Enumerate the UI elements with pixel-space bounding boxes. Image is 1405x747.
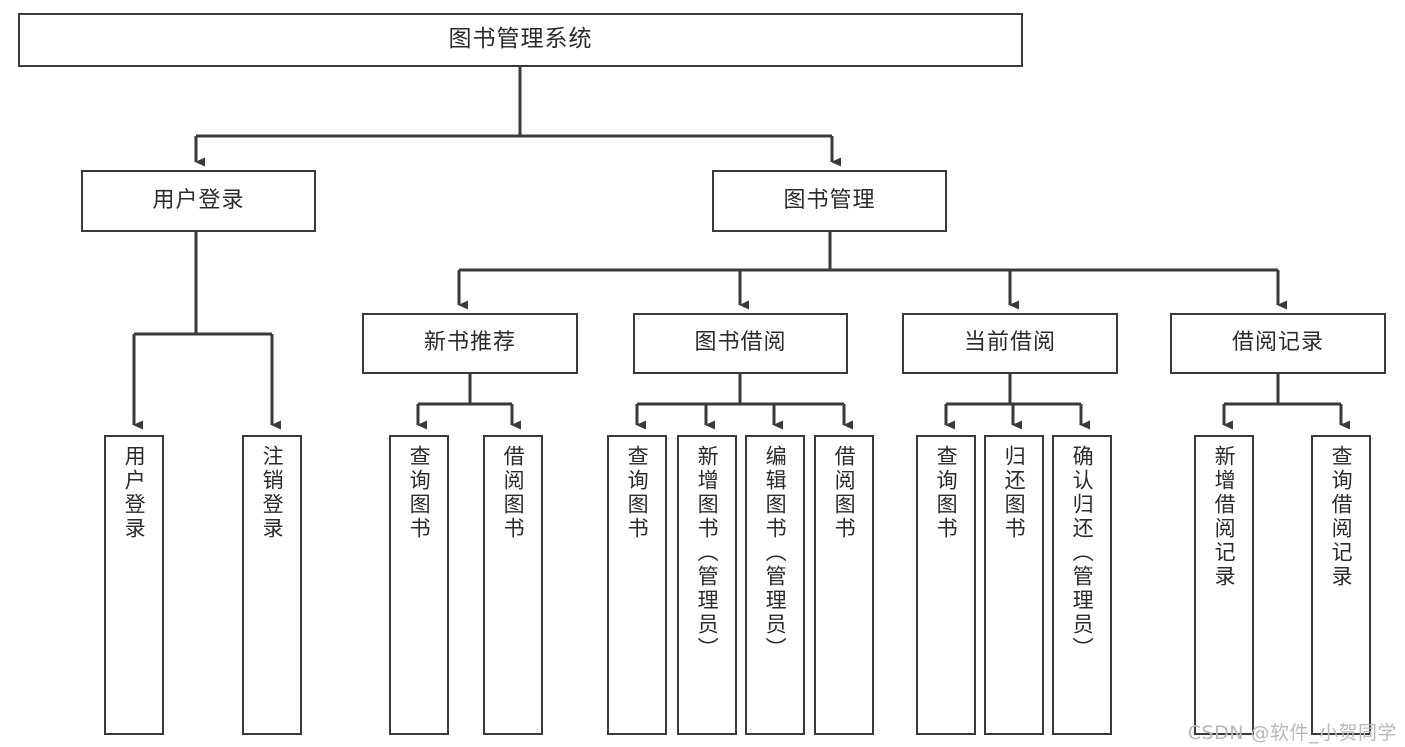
node-borrow-record[interactable]: 借阅记录 [1170, 313, 1386, 374]
node-label: 编辑图书（管理员） [763, 445, 788, 661]
node-label: 查询图书 [407, 445, 432, 541]
leaf-recommend-borrow-book[interactable]: 借阅图书 [483, 435, 543, 735]
node-label: 图书借阅 [694, 330, 787, 356]
node-label: 查询图书 [625, 445, 650, 541]
node-user-login[interactable]: 用户登录 [81, 170, 316, 232]
node-label: 图书管理 [783, 187, 876, 213]
node-label: 新增图书（管理员） [695, 445, 720, 661]
node-label: 查询借阅记录 [1329, 445, 1354, 589]
leaf-record-query-record[interactable]: 查询借阅记录 [1311, 435, 1371, 735]
leaf-borrow-edit-book-admin[interactable]: 编辑图书（管理员） [745, 435, 805, 735]
leaf-borrow-borrow-book[interactable]: 借阅图书 [814, 435, 874, 735]
leaf-current-query-book[interactable]: 查询图书 [916, 435, 976, 735]
node-label: 用户登录 [152, 187, 245, 213]
node-current-borrow[interactable]: 当前借阅 [902, 313, 1118, 374]
node-label: 查询图书 [934, 445, 959, 541]
node-book-borrow[interactable]: 图书借阅 [633, 313, 848, 374]
leaf-user-login-signout[interactable]: 注销登录 [242, 435, 302, 735]
node-label: 归还图书 [1002, 445, 1027, 541]
node-label: 新书推荐 [423, 330, 516, 356]
leaf-borrow-add-book-admin[interactable]: 新增图书（管理员） [677, 435, 737, 735]
node-label: 确认归还（管理员） [1070, 445, 1095, 661]
node-book-management[interactable]: 图书管理 [712, 170, 947, 232]
leaf-current-return-book[interactable]: 归还图书 [984, 435, 1044, 735]
node-label: 当前借阅 [963, 330, 1056, 356]
leaf-borrow-query-book[interactable]: 查询图书 [607, 435, 667, 735]
node-label: 新增借阅记录 [1212, 445, 1237, 589]
csdn-watermark: CSDN @软件_小贺同学 [1187, 722, 1397, 744]
node-new-book-recommend[interactable]: 新书推荐 [362, 313, 578, 374]
leaf-user-login-signin[interactable]: 用户登录 [104, 435, 164, 735]
leaf-record-add-record[interactable]: 新增借阅记录 [1194, 435, 1254, 735]
leaf-current-confirm-return-admin[interactable]: 确认归还（管理员） [1052, 435, 1112, 735]
node-label: 借阅图书 [501, 445, 526, 541]
node-label: 用户登录 [122, 445, 147, 541]
node-label: 借阅记录 [1231, 330, 1324, 356]
node-label: 借阅图书 [832, 445, 857, 541]
leaf-recommend-query-book[interactable]: 查询图书 [389, 435, 449, 735]
node-root-system[interactable]: 图书管理系统 [18, 13, 1023, 67]
node-label: 图书管理系统 [448, 26, 593, 53]
node-label: 注销登录 [260, 445, 285, 541]
